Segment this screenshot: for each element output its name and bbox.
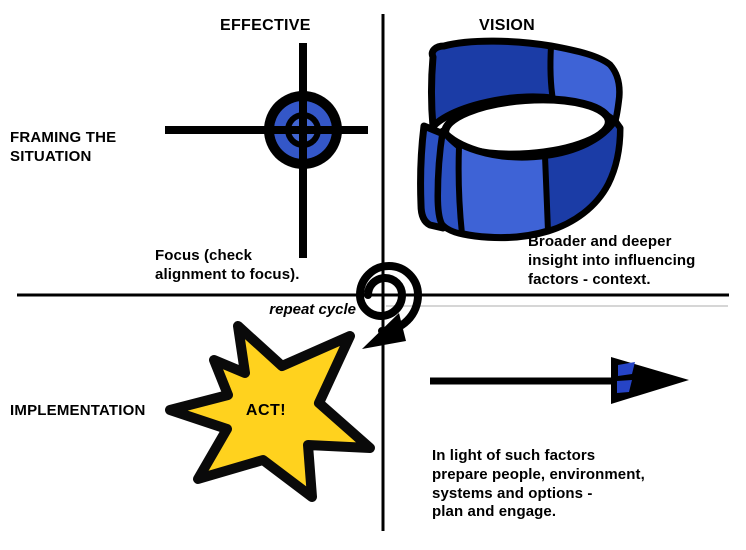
arrow-head-inset-bottom [617,380,632,393]
target-crosshair-icon [165,43,368,258]
caption-focus: Focus (check alignment to focus). [155,247,300,283]
caption-vision-insight: Broader and deeper insight into influenc… [528,233,696,288]
quadrant-dividers [17,14,729,531]
vision-band-icon [417,37,624,242]
row-label-framing-the-situation: FRAMING THE SITUATION [10,129,117,165]
act-label: ACT! [245,402,287,419]
forward-arrow-icon [430,357,689,404]
column-label-effective: EFFECTIVE [220,17,311,34]
arrow-head-inset-top [618,362,635,376]
caption-implementation-plan: In light of such factors prepare people,… [432,447,645,521]
band-front-right-panel [542,118,623,234]
band-front-left-strip [435,128,465,237]
spiral-arrowhead [362,313,406,349]
repeat-cycle-label: repeat cycle [269,301,356,318]
starburst-icon [165,321,375,502]
spiral-path [355,262,423,335]
column-label-vision: VISION [479,17,536,34]
row-label-implementation: IMPLEMENTATION [10,402,146,419]
arrow-head [611,357,689,404]
spiral-repeat-arrow-icon [355,262,423,349]
starburst-shape [165,321,375,502]
